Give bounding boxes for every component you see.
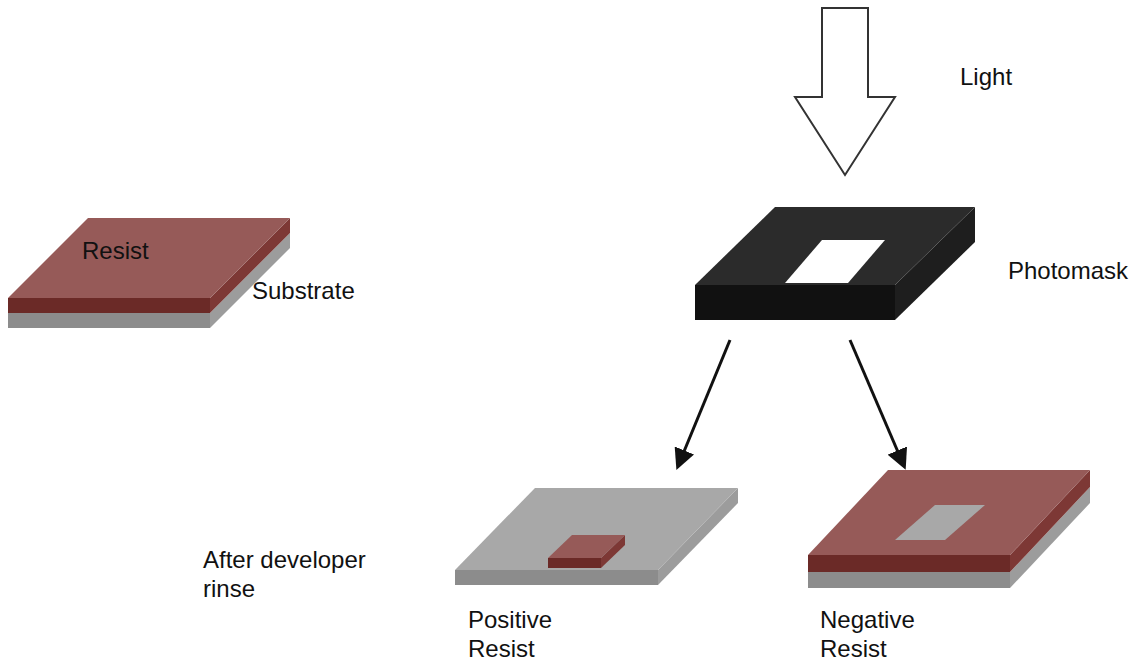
result-label: Positive Resist: [468, 605, 593, 663]
photomask-plate: [695, 207, 975, 320]
process-arrow: [850, 340, 904, 466]
result-label: Negative Resist: [820, 605, 945, 663]
process-arrow: [678, 340, 730, 466]
step-label: After developer rinse: [203, 545, 418, 603]
substrate-label: Substrate: [252, 276, 355, 305]
light-label: Light: [960, 62, 1012, 91]
resist-on-substrate: [8, 218, 290, 328]
resist-label: Resist: [82, 236, 149, 265]
negative-result: [808, 470, 1090, 588]
positive-result: [455, 488, 738, 585]
photomask-label: Photomask: [1008, 256, 1128, 285]
light-arrow: [795, 8, 895, 175]
